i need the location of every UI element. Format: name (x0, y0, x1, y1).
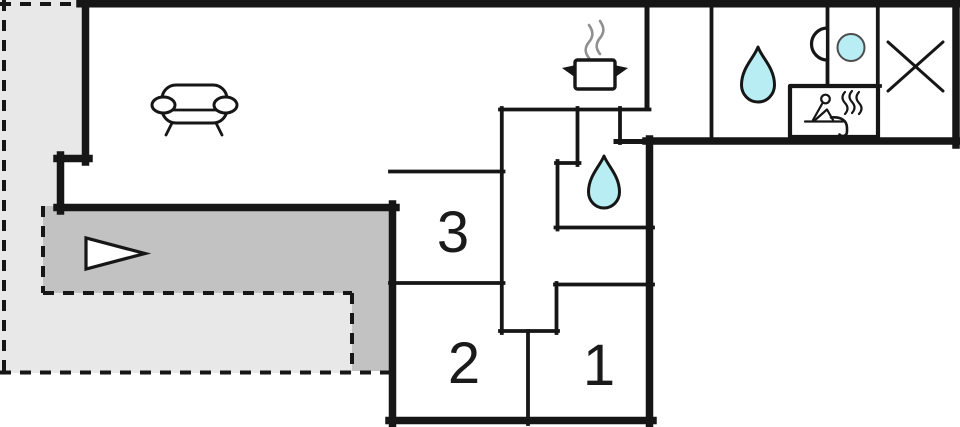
bedroom-3-label: 3 (437, 200, 469, 265)
sauna-room-box (787, 83, 881, 140)
bedroom-2-label: 2 (448, 331, 480, 396)
pot-handle-right (614, 65, 628, 78)
sauna-icon (803, 89, 863, 138)
cooking-pot-icon (562, 19, 628, 91)
sofa-icon (150, 83, 239, 137)
sofa-leg-left (164, 121, 174, 137)
room-labels: 3 2 1 (437, 200, 615, 398)
interior-walls (388, 0, 882, 426)
sauna-person-back (811, 102, 824, 122)
sauna-person-head (820, 93, 831, 105)
icons (84, 19, 945, 272)
sofa-leg-right (214, 121, 224, 137)
steam-icon (584, 19, 605, 60)
steam-line-1 (584, 23, 594, 60)
house-footprint (57, 0, 957, 424)
cross-icon (886, 40, 945, 93)
entrance-arrow-icon (84, 235, 152, 272)
sofa-armrest-right (212, 95, 239, 115)
water-drop-icon-shower-room (587, 154, 621, 210)
terrace-dashed-border (0, 0, 394, 375)
outer-walls (53, 0, 960, 427)
steam-line-2 (595, 19, 605, 56)
water-drop-icon-bathroom (740, 45, 776, 104)
sauna-steam-1 (841, 90, 849, 116)
cross-line-2 (886, 40, 945, 93)
walkway-shape (43, 206, 392, 371)
sofa-armrest-left (150, 95, 177, 115)
sauna-steam-2 (848, 89, 856, 115)
washbasin-icon (809, 26, 830, 62)
pot-body (573, 58, 617, 91)
sauna-person-leg (829, 116, 849, 138)
bedroom-1-label: 1 (583, 333, 615, 398)
sauna-steam-3 (855, 90, 863, 116)
basin-circle-icon (836, 33, 866, 62)
pot-handle-left (562, 65, 576, 78)
walkway-area (43, 206, 392, 371)
